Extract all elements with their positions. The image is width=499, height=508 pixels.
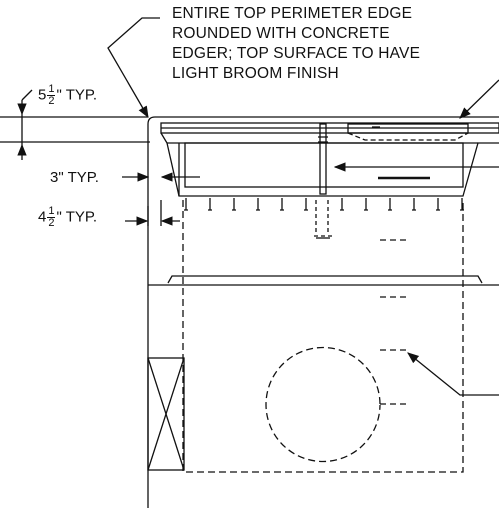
structure-outline bbox=[147, 116, 499, 508]
knockout-box bbox=[147, 357, 185, 471]
side-wall-dim: 3" TYP. bbox=[50, 169, 99, 186]
note-line-3: EDGER; TOP SURFACE TO HAVE bbox=[172, 45, 421, 62]
note-line-2: ROUNDED WITH CONCRETE bbox=[172, 25, 390, 42]
note-line-4: LIGHT BROOM FINISH bbox=[172, 65, 339, 82]
anchor-studs bbox=[184, 198, 464, 211]
note-line-1: ENTIRE TOP PERIMETER EDGE bbox=[172, 5, 413, 22]
lid-body bbox=[160, 132, 499, 197]
finish-note: ENTIRE TOP PERIMETER EDGE ROUNDED WITH C… bbox=[172, 4, 499, 84]
note-leader bbox=[107, 17, 160, 119]
hidden-chamber bbox=[182, 200, 464, 473]
bolt bbox=[319, 123, 327, 195]
grate-frame bbox=[347, 123, 469, 134]
pipe-opening bbox=[265, 346, 381, 463]
